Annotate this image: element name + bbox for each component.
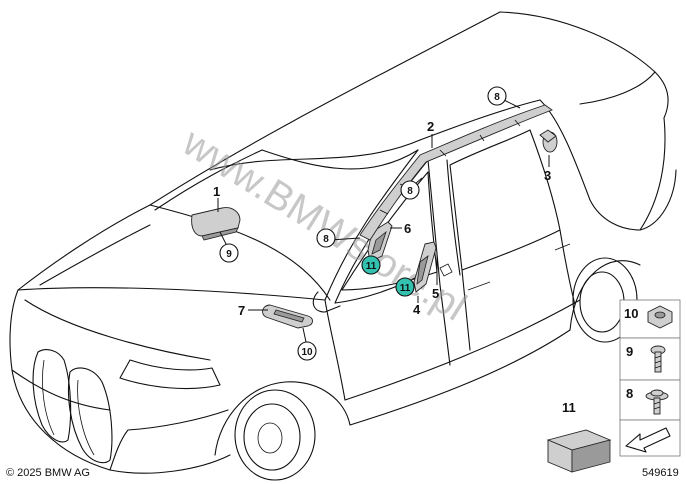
part-knee-airbag [262,304,313,329]
legend-label-8: 8 [626,386,633,401]
circle-callout-8-mid: 8 [400,180,420,200]
flange-screw-icon [645,389,669,415]
circle-callout-8-low: 8 [316,228,336,248]
circle-callout-11-rear: 11 [395,277,415,297]
pad-icon: 11 [546,400,612,473]
svg-text:11: 11 [400,283,411,294]
part-bracket [439,263,453,277]
svg-text:9: 9 [226,249,232,260]
circle-callout-11-front: 11 [361,255,381,275]
legend-box-arrow [619,419,681,457]
svg-text:8: 8 [323,234,329,245]
legend-box-8 [619,379,681,421]
callout-7: 7 [238,303,245,318]
callout-6: 6 [404,221,411,236]
part-passenger-airbag [191,207,241,241]
callout-3: 3 [544,168,551,183]
arrow-icon [625,427,671,453]
circle-callout-8-top: 8 [487,86,507,106]
diagram-number: 549619 [642,467,679,479]
legend-label-9: 9 [626,344,633,359]
svg-text:10: 10 [301,347,313,358]
svg-text:8: 8 [407,186,413,197]
legend-box-9 [619,337,681,381]
legend-label-10: 10 [624,306,638,321]
part-side-airbag-rear [413,241,437,293]
callout-5: 5 [432,286,439,301]
svg-text:8: 8 [494,92,500,103]
leader-lines [217,99,550,343]
copyright-text: © 2025 BMW AG [6,467,90,479]
callout-labels: 1 2 3 4 5 6 7 [213,119,551,318]
fastener-legend: 10 9 8 11 [546,299,681,473]
callout-2: 2 [427,119,434,134]
nut-icon [647,305,673,329]
part-gas-generator [539,129,558,153]
callout-1: 1 [213,184,220,199]
circled-callouts: 8 8 8 9 10 11 11 [219,86,507,361]
circle-callout-10: 10 [297,341,317,361]
svg-text:11: 11 [366,261,377,272]
screw-icon [650,345,666,373]
car-outline [9,11,677,481]
callout-4: 4 [413,302,421,317]
circle-callout-9: 9 [219,243,239,263]
legend-label-11: 11 [562,400,576,415]
